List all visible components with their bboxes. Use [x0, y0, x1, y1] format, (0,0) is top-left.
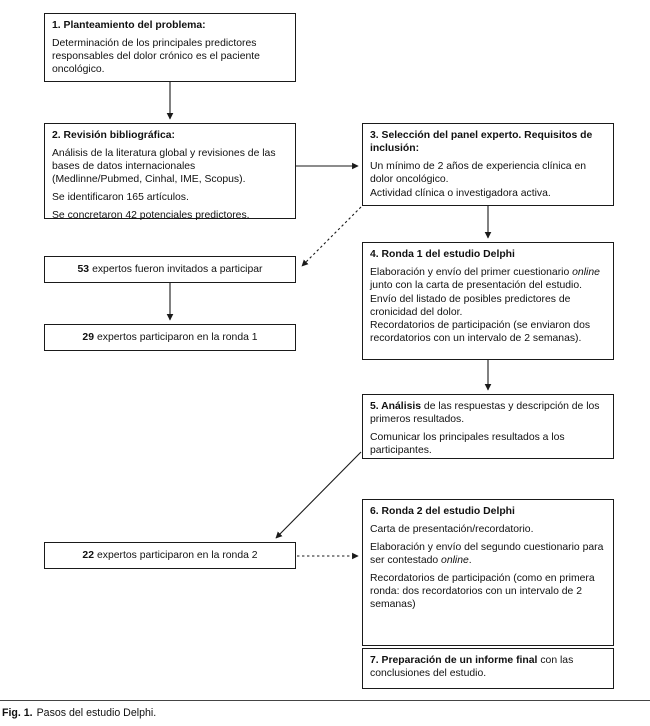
caption-divider — [0, 700, 650, 701]
step-7-heading: 7. Preparación de un informe final — [370, 655, 538, 666]
step-6-box[interactable]: 6. Ronda 2 del estudio Delphi Carta de p… — [362, 499, 614, 646]
step-1-box[interactable]: 1. Planteamiento del problema: Determina… — [44, 13, 296, 82]
count-round1-number: 29 — [82, 332, 94, 343]
step-6-body-1-part-a: Elaboración y envío del segundo cuestion… — [370, 542, 604, 566]
step-4-box[interactable]: 4. Ronda 1 del estudio Delphi Elaboració… — [362, 242, 614, 360]
step-4-body-2: Recordatorios de participación (se envia… — [370, 320, 591, 344]
step-5-number: 5. — [370, 401, 382, 412]
step-3-body-1: Actividad clínica o investigadora activa… — [370, 187, 551, 199]
figure-caption-label: Fig. 1. — [2, 707, 33, 719]
step-5-box[interactable]: 5. Análisis de las respuestas y descripc… — [362, 394, 614, 459]
step-4-body-0-part-b: junto con la carta de presentación del e… — [370, 280, 582, 291]
step-5-heading-rest: de las respuestas y descripción de los p… — [370, 401, 600, 425]
connector-box5-to-count22 — [275, 451, 362, 539]
step-1-body-0: Determinación de los principales predict… — [52, 38, 260, 75]
step-2-body-2: Se concretaron 42 potenciales predictore… — [52, 210, 250, 221]
figure-caption: Fig. 1.Pasos del estudio Delphi. — [2, 706, 642, 720]
figure-caption-text: Pasos del estudio Delphi. — [36, 707, 157, 719]
step-4-body-0-part-a: Elaboración y envío del primer cuestiona… — [370, 267, 573, 278]
step-5-heading: 5. Análisis de las respuestas y descripc… — [370, 400, 606, 426]
step-6-body-0: Carta de presentación/recordatorio. — [370, 524, 534, 535]
count-round2-label: expertos participaron en la ronda 2 — [96, 550, 258, 561]
step-7-rest: con las conclusiones del estudio. — [370, 655, 574, 679]
step-2-box[interactable]: 2. Revisión bibliográfica: Análisis de l… — [44, 123, 296, 221]
step-6-body-1-part-b: . — [468, 555, 472, 566]
step-7-text: 7. Preparación de un informe final con l… — [370, 654, 606, 680]
step-4-body-1: Envío del listado de posibles predictore… — [370, 293, 571, 318]
step-4-body-0-emphasis: online — [572, 267, 600, 278]
count-round2-number: 22 — [82, 550, 94, 561]
step-3-box[interactable]: 3. Selección del panel experto. Requisit… — [362, 123, 614, 206]
step-6-heading: 6. Ronda 2 del estudio Delphi — [370, 506, 515, 517]
step-6-body-2: Recordatorios de participación (como en … — [370, 573, 595, 610]
step-3-heading: 3. Selección del panel experto. Requisit… — [370, 130, 593, 154]
step-6-body-1-emphasis: online — [441, 555, 469, 566]
step-7-box[interactable]: 7. Preparación de un informe final con l… — [362, 648, 614, 689]
step-2-heading: 2. Revisión bibliográfica: — [52, 130, 175, 141]
count-invited-label: expertos fueron invitados a participar — [92, 264, 263, 275]
step-5-body-0: Comunicar los principales resultados a l… — [370, 432, 565, 456]
step-1-heading: 1. Planteamiento del problema: — [52, 20, 206, 31]
step-6-body-1: Elaboración y envío del segundo cuestion… — [370, 541, 606, 567]
step-3-body-0: Un mínimo de 2 años de experiencia clíni… — [370, 161, 587, 185]
count-round1-label: expertos participaron en la ronda 1 — [96, 332, 258, 343]
step-4-body-0: Elaboración y envío del primer cuestiona… — [370, 266, 606, 292]
step-4-heading: 4. Ronda 1 del estudio Delphi — [370, 249, 515, 260]
step-5-keyword: Análisis — [381, 401, 422, 412]
step-2-body-1: Se identificaron 165 artículos. — [52, 192, 189, 203]
step-2-body-0: Análisis de la literatura global y revis… — [52, 148, 276, 185]
count-invited-number: 53 — [77, 264, 90, 275]
connector-box3-to-count53 — [301, 206, 362, 267]
